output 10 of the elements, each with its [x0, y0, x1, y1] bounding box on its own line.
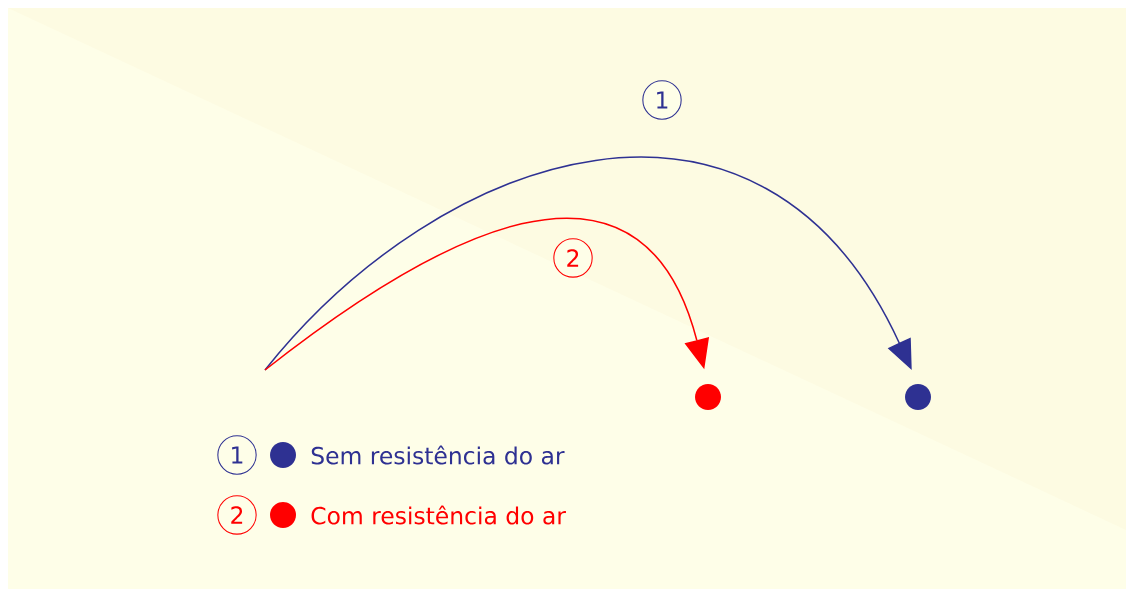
callout-number: 2 [217, 495, 257, 535]
landing-dot [905, 384, 931, 410]
edge-label: 1 [642, 80, 682, 120]
landing-dot [695, 384, 721, 410]
trajectory-arrow [264, 217, 710, 371]
trajectory-arrow [264, 156, 912, 371]
edge-label: 2 [553, 238, 593, 278]
legend-text: Sem resistência do ar [311, 445, 565, 465]
callout-number: 1 [217, 435, 257, 475]
legend-text: Com resistência do ar [311, 505, 566, 525]
